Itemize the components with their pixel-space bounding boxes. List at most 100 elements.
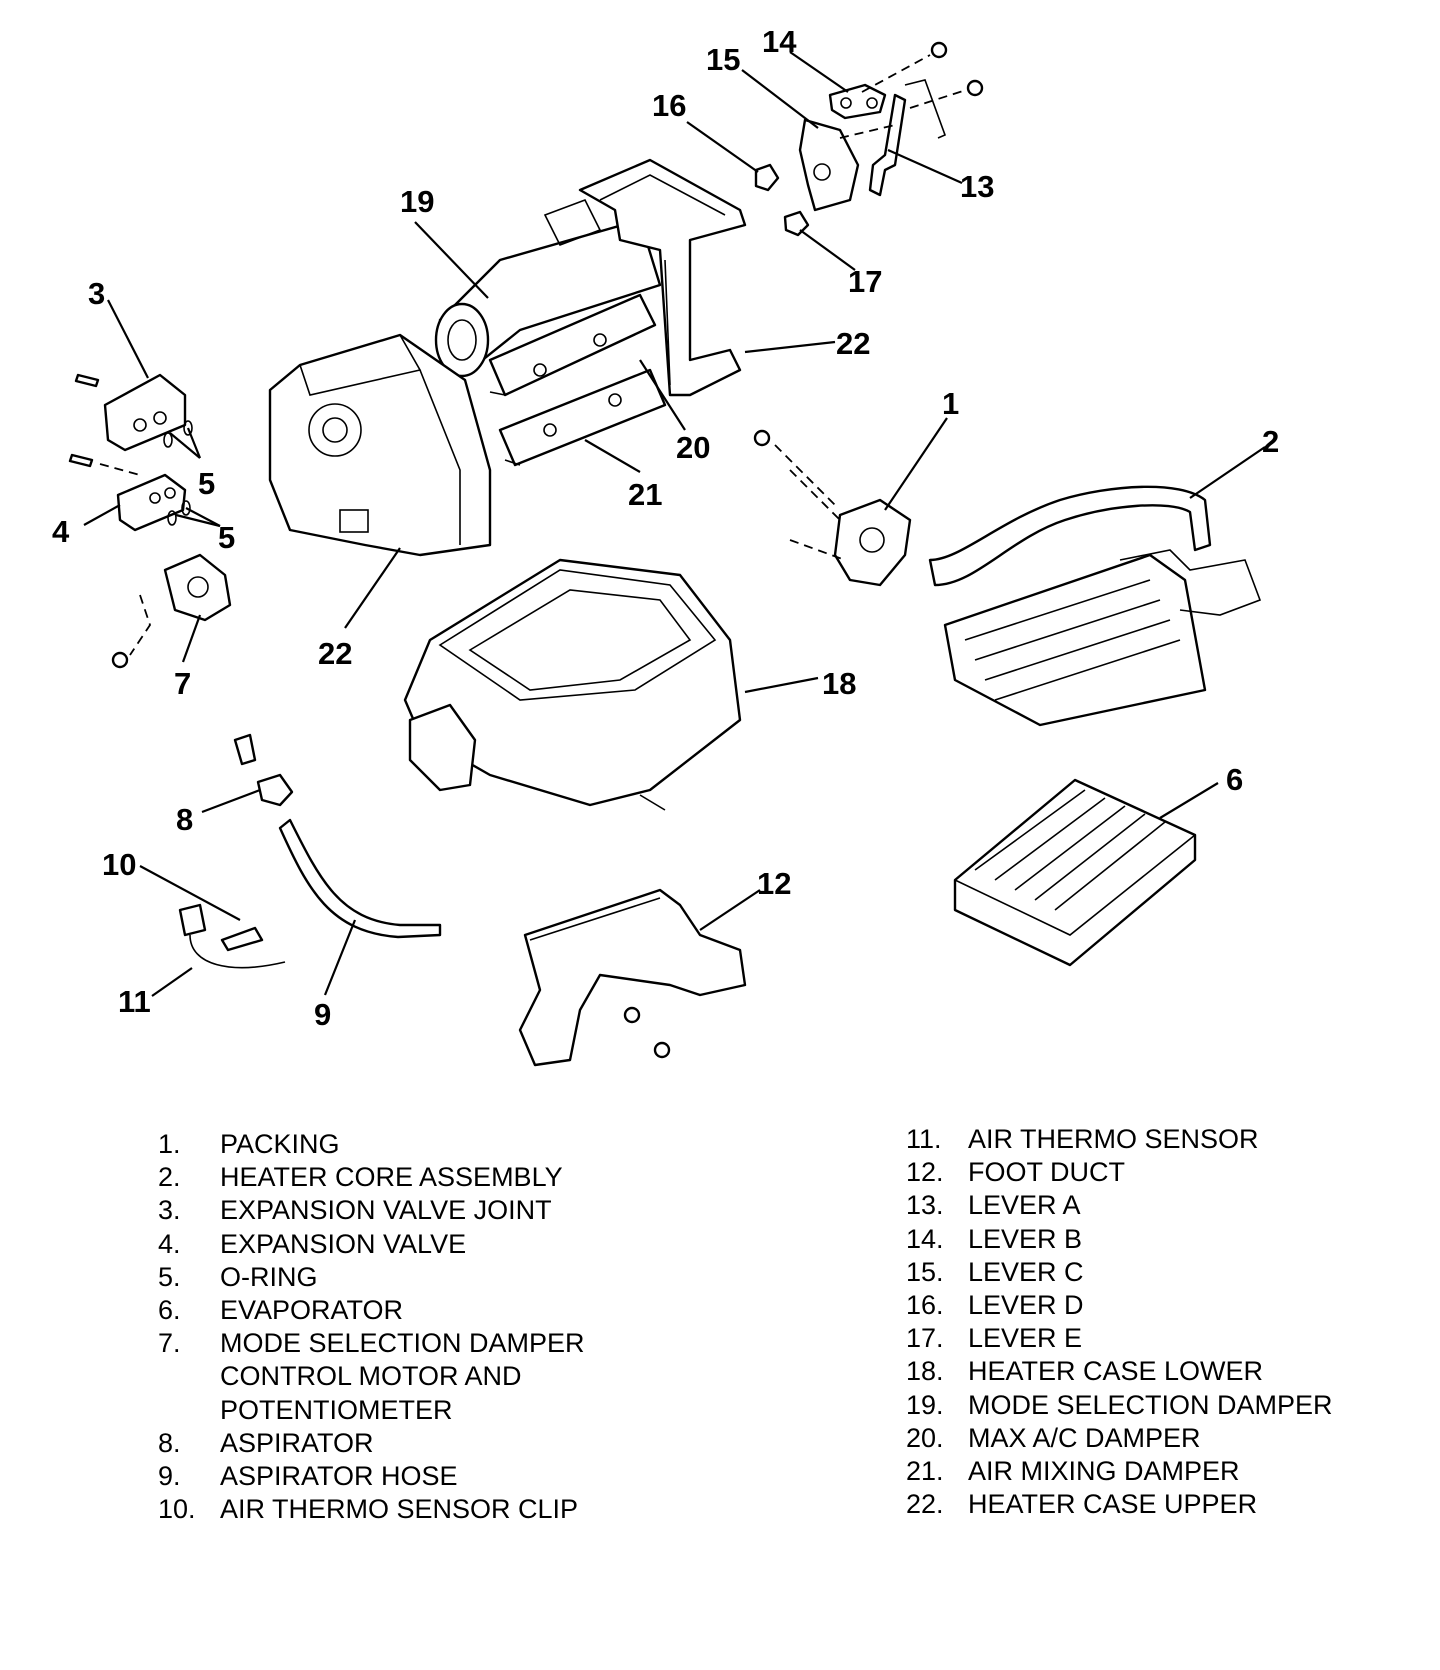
legend-item-number: 12.	[906, 1157, 944, 1188]
legend-item: 15. LEVER C	[906, 1256, 1406, 1289]
legend-item: 18. HEATER CASE LOWER	[906, 1355, 1406, 1388]
air-mixing-damper	[498, 368, 667, 467]
legend-item-label: HEATER CORE ASSEMBLY	[220, 1162, 563, 1193]
legend-item-label: AIR MIXING DAMPER	[968, 1456, 1240, 1487]
callout-numbers: 14 15 16 13 17 19 22 20 21 1 2 3 5 4 5 7…	[52, 24, 1279, 1032]
legend-item: 22. HEATER CASE UPPER	[906, 1488, 1406, 1521]
expansion-valve	[68, 453, 187, 532]
callout-3: 3	[88, 276, 105, 311]
legend-item-number: 1.	[158, 1129, 181, 1159]
callout-9: 9	[314, 997, 331, 1032]
callout-2: 2	[1262, 424, 1279, 459]
legend-item-number: 9.	[158, 1461, 181, 1492]
legend-item-number: 10.	[158, 1494, 196, 1525]
legend-item-label: LEVER A	[968, 1190, 1081, 1221]
legend-item: 21. AIR MIXING DAMPER	[906, 1455, 1406, 1488]
heater-core-assembly	[928, 485, 1262, 727]
legend-item-label: EXPANSION VALVE	[220, 1228, 467, 1259]
legend-item-label: ASPIRATOR HOSE	[220, 1461, 458, 1492]
callout-5-lower: 5	[218, 520, 235, 555]
legend-item: 12. FOOT DUCT	[906, 1156, 1406, 1189]
legend-item-number: 4.	[158, 1228, 181, 1259]
callout-16: 16	[652, 88, 686, 123]
callout-4: 4	[52, 514, 70, 549]
legend-item-label: HEATER CASE UPPER	[968, 1489, 1258, 1520]
legend-item-number: 3.	[158, 1195, 181, 1226]
o-rings	[163, 420, 193, 526]
legend-item-number: 21.	[906, 1456, 944, 1487]
legend-item: 11. AIR THERMO SENSOR	[906, 1123, 1406, 1156]
legend-item-number: 11.	[906, 1124, 942, 1154]
callout-8: 8	[176, 802, 193, 837]
legend-item-number: 16.	[906, 1290, 944, 1321]
callout-15: 15	[706, 42, 740, 77]
lever-c	[798, 118, 860, 212]
legend-item-label: AIR THERMO SENSOR	[968, 1124, 1259, 1154]
callout-17: 17	[848, 264, 882, 299]
legend-item-number: 7.	[158, 1328, 181, 1359]
legend-item-label: MODE SELECTION DAMPER CONTROL MOTOR AND …	[220, 1328, 585, 1425]
legend-item: 1. PACKING	[158, 1128, 718, 1161]
exploded-parts-diagram: 14 15 16 13 17 19 22 20 21 1 2 3 5 4 5 7…	[52, 24, 1279, 1067]
legend-item: 4. EXPANSION VALVE	[158, 1228, 718, 1261]
lever-a	[868, 79, 947, 197]
heater-case-upper-front	[268, 333, 492, 557]
legend-item-label: FOOT DUCT	[968, 1157, 1125, 1188]
legend-item-label: ASPIRATOR	[220, 1427, 374, 1458]
legend-item: 10.AIR THERMO SENSOR CLIP	[158, 1493, 718, 1526]
aspirator-hose	[278, 818, 442, 939]
callout-11: 11	[118, 984, 151, 1019]
callout-7: 7	[174, 666, 191, 701]
legend-item: 9. ASPIRATOR HOSE	[158, 1460, 718, 1493]
legend-item: 13. LEVER A	[906, 1189, 1406, 1222]
foot-duct	[518, 888, 747, 1067]
legend-item-number: 2.	[158, 1162, 181, 1193]
lever-e	[783, 210, 810, 237]
legend-item-label: LEVER B	[968, 1223, 1083, 1254]
callout-19: 19	[400, 184, 434, 219]
legend-item-label: O-RING	[220, 1261, 318, 1292]
legend-item-label: LEVER D	[968, 1290, 1084, 1321]
legend-item: 17. LEVER E	[906, 1322, 1406, 1355]
callout-18: 18	[822, 666, 856, 701]
lever-screws	[839, 41, 984, 139]
legend-item-number: 22.	[906, 1489, 944, 1520]
legend-item: 5.O-RING	[158, 1261, 718, 1294]
legend-item: 19.MODE SELECTION DAMPER	[906, 1389, 1406, 1422]
callout-20: 20	[676, 430, 710, 465]
callout-14: 14	[762, 24, 797, 59]
lever-b	[828, 83, 887, 120]
callout-12: 12	[757, 866, 791, 901]
evaporator	[953, 778, 1197, 967]
callout-22-upper: 22	[836, 326, 870, 361]
legend-item: 6.EVAPORATOR	[158, 1294, 718, 1327]
legend-item: 20.MAX A/C DAMPER	[906, 1422, 1406, 1455]
legend-item-number: 8.	[158, 1427, 181, 1458]
legend-item-label: HEATER CASE LOWER	[968, 1356, 1264, 1387]
legend-item-number: 18.	[906, 1356, 944, 1387]
heater-case-lower	[403, 558, 742, 811]
aspirator	[233, 733, 294, 807]
leader-lines	[83, 51, 1266, 997]
legend-item-number: 17.	[906, 1323, 944, 1354]
legend-item: 16. LEVER D	[906, 1289, 1406, 1322]
heater-case-upper-rear	[543, 158, 747, 397]
legend-item-number: 13.	[906, 1190, 944, 1221]
legend-item: 14. LEVER B	[906, 1223, 1406, 1256]
callout-1: 1	[942, 386, 959, 421]
legend-item-label: PACKING	[220, 1129, 340, 1159]
callout-5-upper: 5	[198, 466, 215, 501]
legend-item-number: 14.	[906, 1223, 944, 1254]
legend-item-label: LEVER E	[968, 1323, 1083, 1354]
parts-legend-right: 11. AIR THERMO SENSOR 12. FOOT DUCT 13. LEVER…	[906, 1123, 1406, 1521]
legend-item-number: 6.	[158, 1295, 181, 1326]
legend-item: 2. HEATER CORE ASSEMBLY	[158, 1161, 718, 1194]
parts-legend-left: 1. PACKING 2. HEATER CORE ASSEMBLY 3. EXPANSI…	[158, 1128, 718, 1526]
max-ac-damper	[488, 293, 657, 397]
lever-d	[754, 163, 780, 192]
callout-6: 6	[1226, 762, 1243, 797]
legend-item-number: 15.	[906, 1256, 944, 1287]
legend-item-label: LEVER C	[968, 1256, 1084, 1287]
legend-item: 8. ASPIRATOR	[158, 1427, 718, 1460]
callout-22-lower: 22	[318, 636, 352, 671]
